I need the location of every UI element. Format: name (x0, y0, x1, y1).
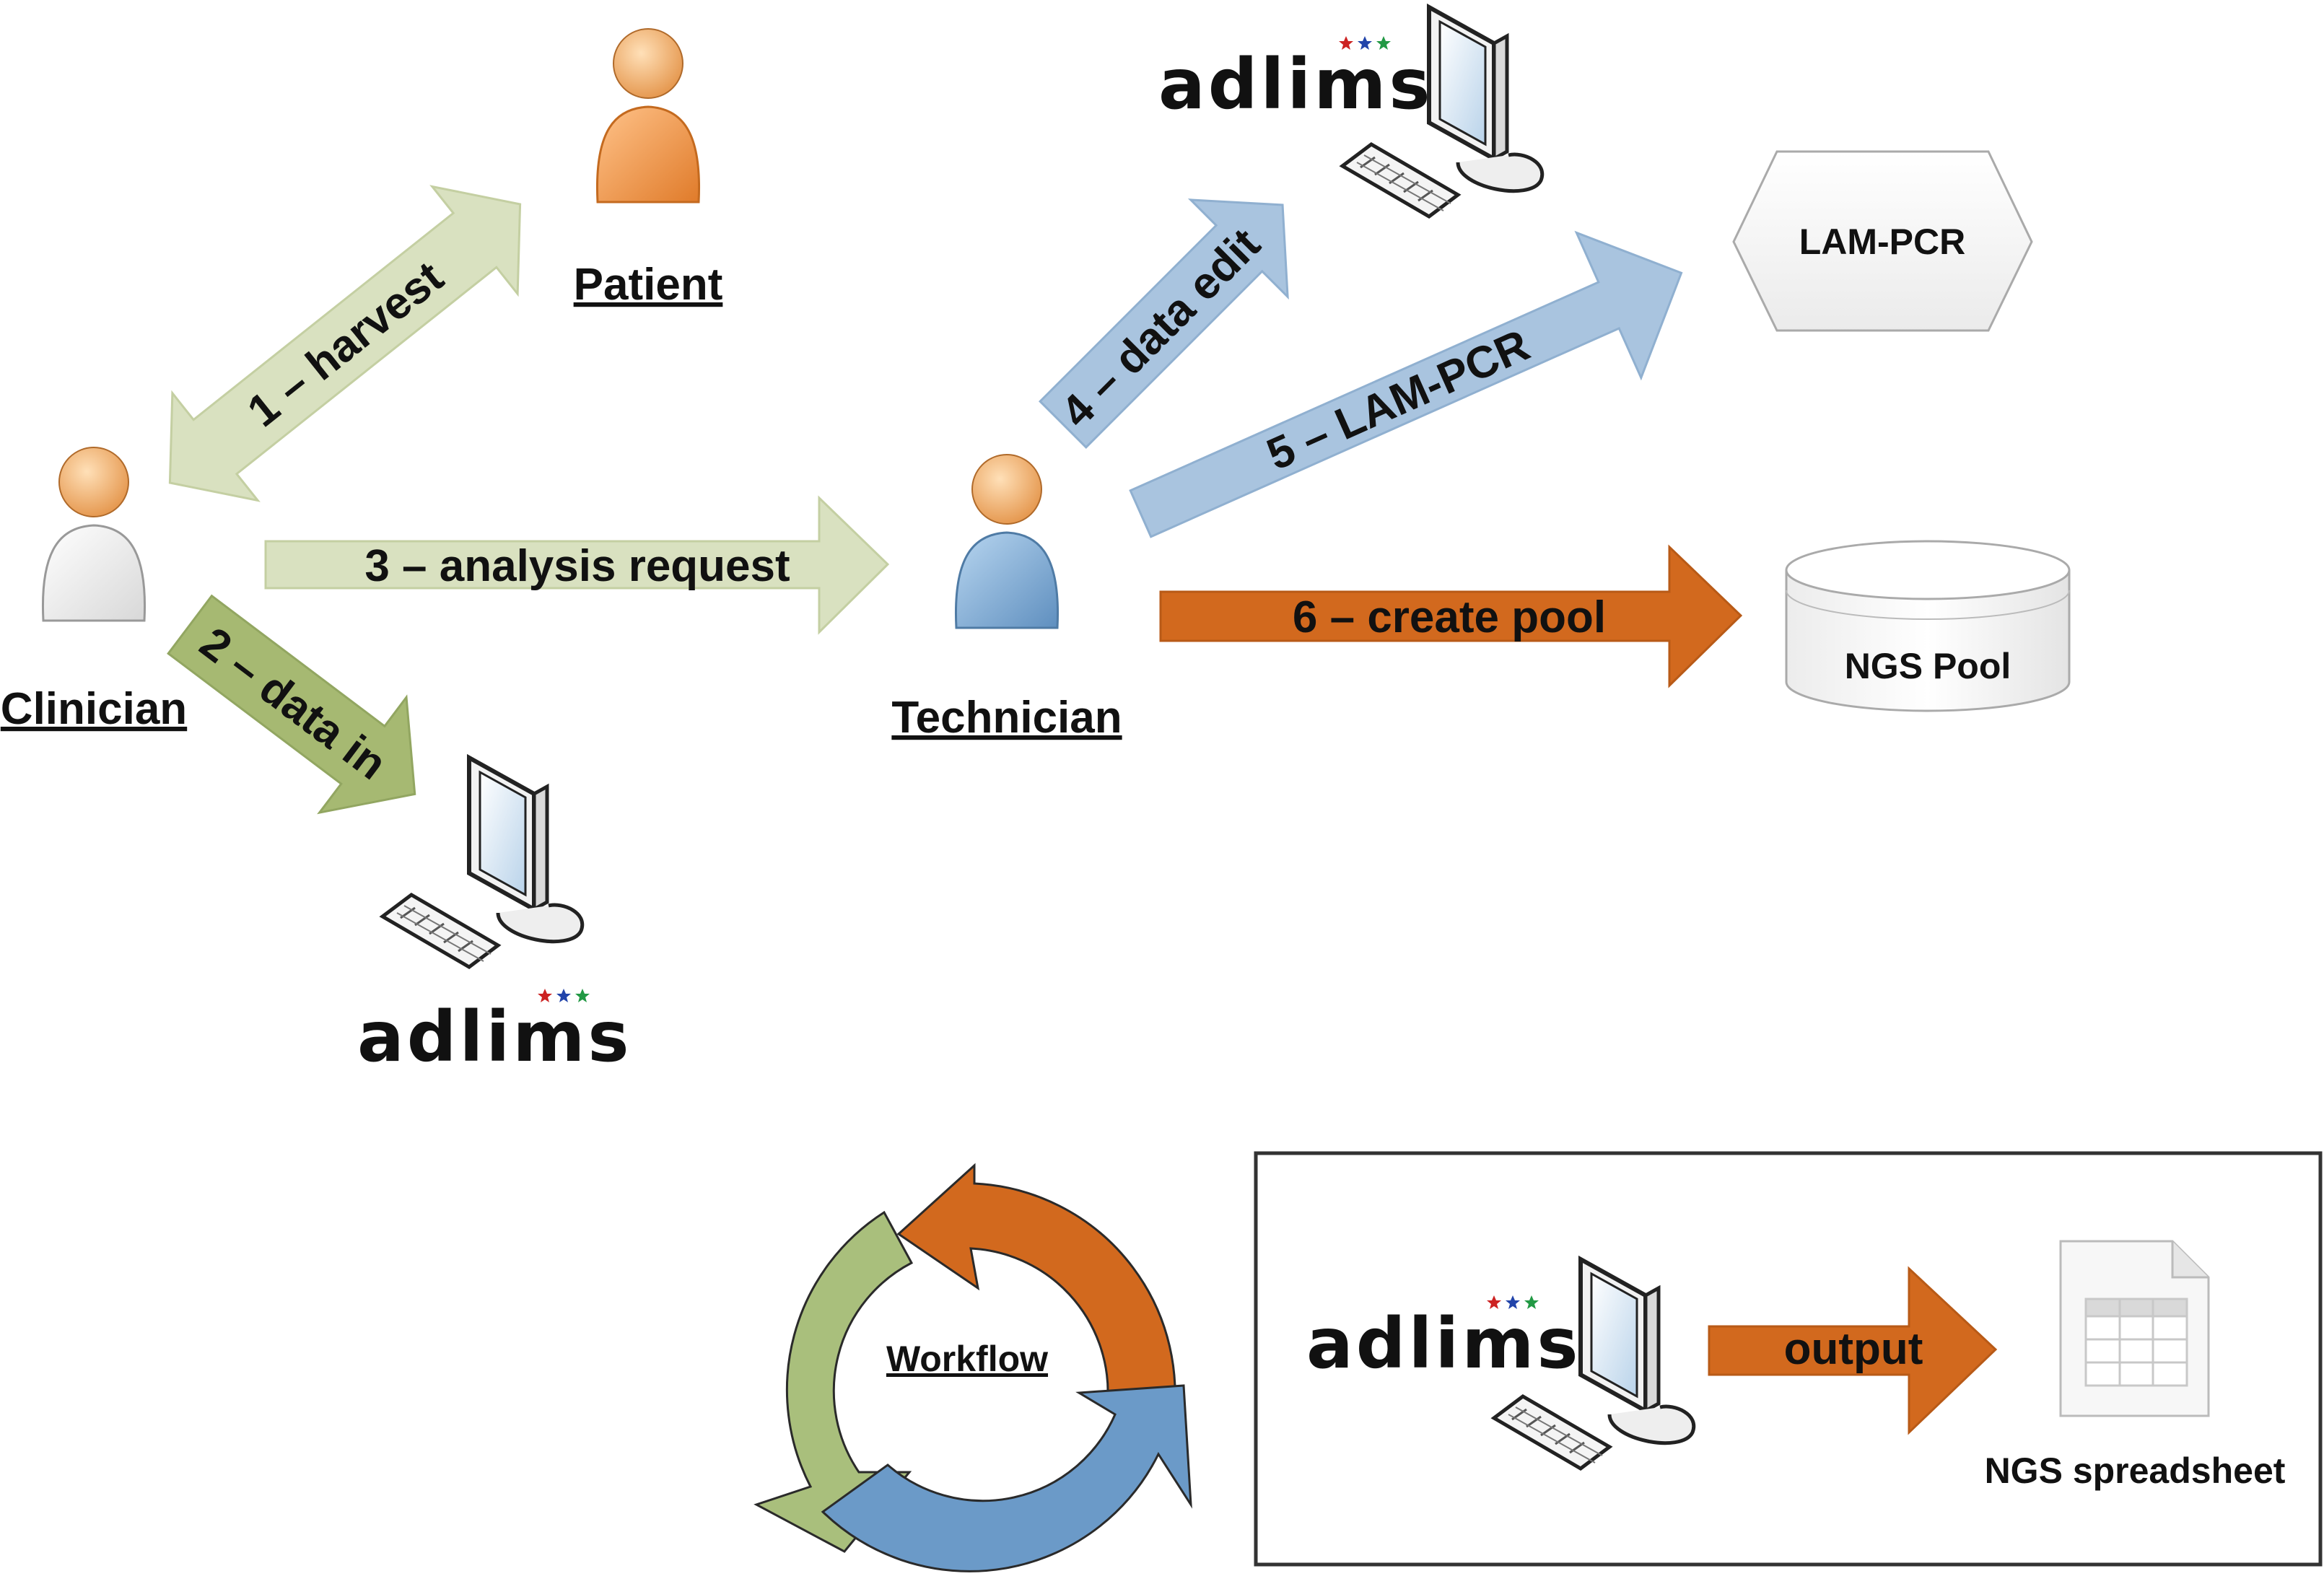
svg-text:adlims: adlims (1158, 44, 1433, 125)
technician-figure (954, 454, 1060, 629)
clinician-label: Clinician (1, 684, 187, 734)
adlims-logo: adlims (1158, 36, 1433, 125)
svg-text:adlims: adlims (357, 997, 632, 1077)
analysis-request-arrow: 3 – analysis request (264, 495, 890, 635)
harvest-arrow: 1 – harvest (168, 185, 522, 502)
adlims-logo: adlims (357, 989, 632, 1077)
clinician-figure (41, 447, 147, 622)
harvest-label: 1 – harvest (239, 252, 453, 437)
data-in-arrow: 2 – data in (167, 594, 416, 815)
data-in-label: 2 – data in (191, 618, 396, 789)
ngs-spreadsheet-label: NGS spreadsheet (1985, 1450, 2286, 1491)
data-edit-label: 4 – data edit (1052, 219, 1270, 437)
cycle-segment-blue (821, 1384, 1192, 1572)
create-pool-arrow: 6 – create pool (1159, 544, 1743, 688)
patient-label: Patient (574, 260, 723, 310)
workflow-label: Workflow (886, 1339, 1048, 1379)
svg-text:adlims: adlims (1306, 1303, 1581, 1384)
lam-pcr-arrow-label: 5 – LAM-PCR (1260, 320, 1537, 480)
output-label: output (1784, 1324, 1923, 1374)
lam-pcr-node-label: LAM-PCR (1799, 222, 1966, 262)
analysis-request-label: 3 – analysis request (364, 541, 790, 591)
lam-pcr-node: LAM-PCR (1732, 150, 2033, 332)
output-box: adlims output NGS spreadsheet (1254, 1151, 2323, 1567)
patient-figure (595, 28, 701, 204)
ngs-pool-node: NGS Pool (1785, 540, 2071, 712)
adlims-logo: adlims (1306, 1295, 1581, 1384)
cycle-segment-green (753, 1210, 914, 1553)
create-pool-label: 6 – create pool (1293, 592, 1606, 642)
output-arrow: output (1708, 1266, 1998, 1435)
spreadsheet-icon (2059, 1240, 2210, 1417)
technician-label: Technician (891, 693, 1122, 743)
workflow-cycle: Workflow (753, 1163, 1192, 1572)
ngs-pool-label: NGS Pool (1845, 646, 2011, 686)
